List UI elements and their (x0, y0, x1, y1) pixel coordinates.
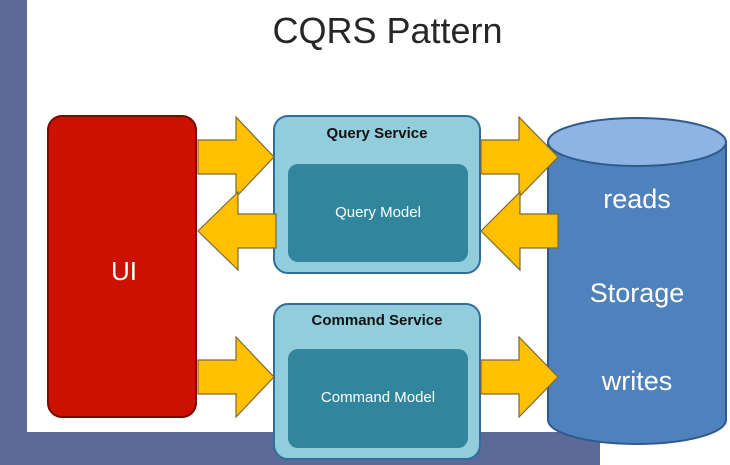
diagram-title: CQRS Pattern (272, 10, 503, 51)
left-accent-bar (0, 0, 27, 465)
command-model-box (288, 349, 468, 448)
command-model-label: Command Model (320, 389, 436, 406)
storage-cylinder (547, 117, 727, 445)
storage-writes-label: writes (601, 366, 673, 396)
arrow-query-to-storage (480, 115, 559, 199)
query-model-box (288, 164, 468, 262)
ui-block (47, 115, 197, 418)
storage-label: Storage (589, 278, 685, 308)
arrow-storage-to-query (480, 190, 559, 272)
arrow-command-to-storage (480, 335, 559, 419)
query-service-label: Query Service (326, 125, 428, 142)
ui-label: UI (111, 256, 137, 286)
command-service-label: Command Service (311, 312, 443, 329)
query-model-label: Query Model (335, 204, 421, 221)
storage-reads-label: reads (603, 184, 671, 214)
arrow-ui-to-query (197, 115, 275, 199)
arrow-query-to-ui (197, 190, 277, 272)
arrow-ui-to-command (197, 335, 275, 419)
